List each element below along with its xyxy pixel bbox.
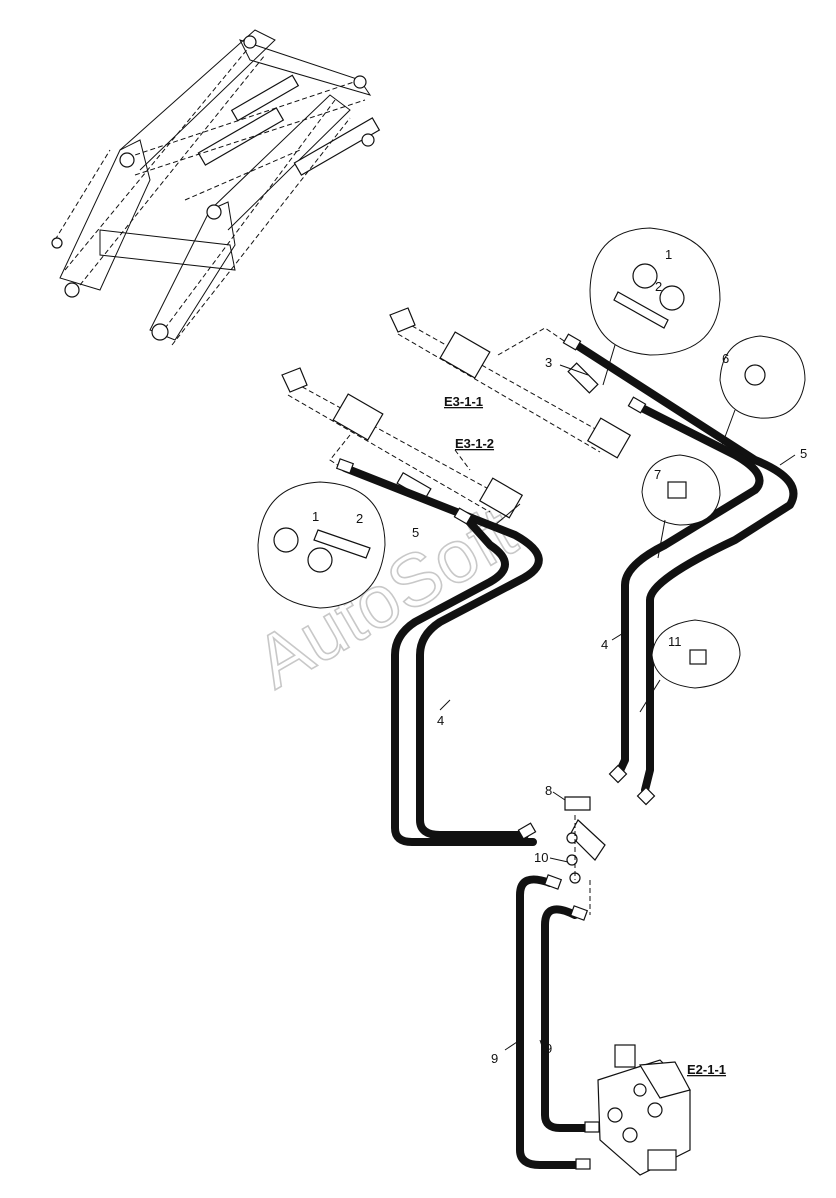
hose-5-right <box>574 342 798 794</box>
callout-4-right: 4 <box>601 637 608 652</box>
hose-4-left <box>341 464 543 846</box>
callout-1-left: 1 <box>312 509 319 524</box>
callout-2-left: 2 <box>356 511 363 526</box>
callout-1-top: 1 <box>665 247 672 262</box>
callout-7: 7 <box>654 467 661 482</box>
callout-4-left: 4 <box>437 713 444 728</box>
callout-2-top: 2 <box>655 279 662 294</box>
bubble-clamps-top <box>589 227 721 386</box>
control-valve <box>597 1044 691 1176</box>
callout-5-right: 5 <box>800 446 807 461</box>
callout-9-left: 9 <box>491 1051 498 1066</box>
hose-9 <box>516 875 589 1169</box>
callout-3: 3 <box>545 355 552 370</box>
bubble-clamp-6 <box>719 335 806 446</box>
callout-5-left: 5 <box>412 525 419 540</box>
ref-cylinder-upper: E3-1-1 <box>444 394 483 409</box>
callout-8: 8 <box>545 783 552 798</box>
callout-6: 6 <box>722 351 729 366</box>
bubble-clip-11 <box>639 619 741 713</box>
bubble-clip-7 <box>641 454 721 559</box>
loader-frame-drawing <box>51 29 381 346</box>
cylinder-upper <box>389 307 632 459</box>
callout-9-right: 9 <box>545 1041 552 1056</box>
callout-10: 10 <box>534 850 548 865</box>
leader-lines <box>439 364 796 1056</box>
fittings <box>335 333 656 1170</box>
callout-11: 11 <box>668 634 682 649</box>
ref-cylinder-lower: E3-1-2 <box>455 436 494 451</box>
cylinder-lower <box>281 367 524 519</box>
ref-valve: E2-1-1 <box>687 1062 726 1077</box>
bubble-clamps-left <box>257 481 386 609</box>
